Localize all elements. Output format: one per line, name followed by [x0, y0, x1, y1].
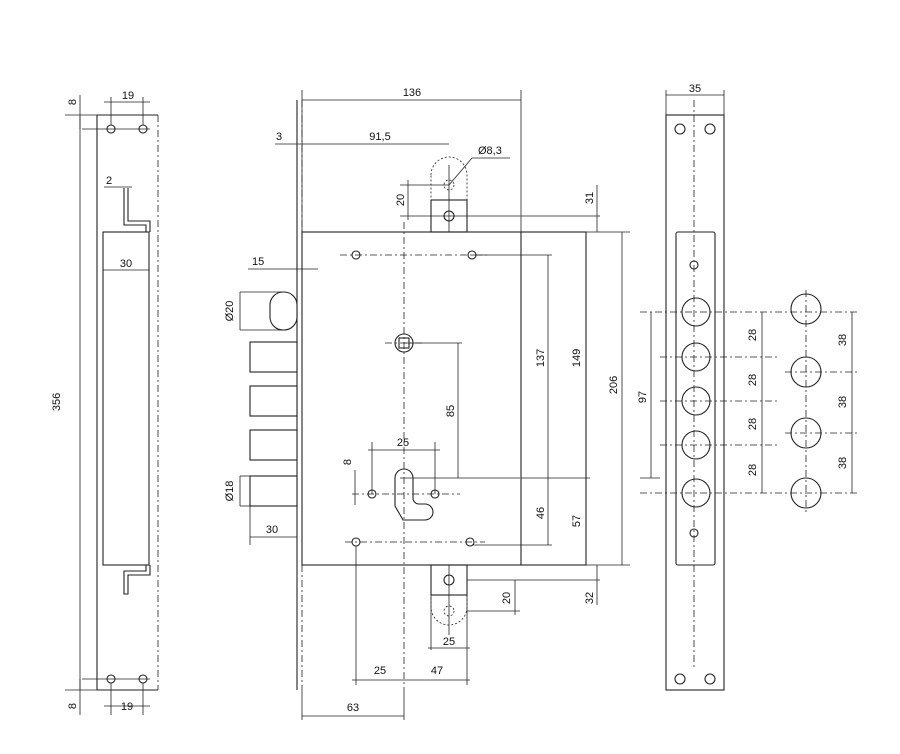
dim-38-c: 38 [837, 457, 849, 469]
face-view: 35 97 28 28 28 28 38 38 38 [637, 83, 860, 691]
dim-8-cyl: 8 [342, 459, 354, 465]
dim-3: 3 [276, 131, 282, 143]
dim-28-a: 28 [747, 329, 759, 341]
dim-diameter-18: Ø18 [224, 481, 236, 502]
dim-2: 2 [106, 175, 112, 187]
dim-19-top: 19 [122, 90, 134, 102]
dim-38-b: 38 [837, 396, 849, 408]
dim-8-top: 8 [67, 99, 79, 105]
dim-46: 46 [535, 507, 547, 519]
dim-38-a: 38 [837, 334, 849, 346]
dim-35: 35 [689, 83, 701, 95]
dim-206: 206 [608, 376, 620, 394]
dim-30-case: 30 [120, 258, 132, 270]
front-view: 136 3 91,5 Ø8,3 20 31 15 Ø20 Ø18 30 25 8 [224, 87, 630, 720]
bolt-circle-icon [790, 477, 822, 509]
dim-28-b: 28 [747, 374, 759, 386]
dim-25-bottom: 25 [374, 665, 386, 677]
dim-91-5: 91,5 [369, 131, 390, 143]
side-view: 356 8 19 2 30 8 19 [51, 90, 159, 715]
dim-25-pin: 25 [443, 636, 455, 648]
dim-8-bottom: 8 [67, 703, 79, 709]
dim-137: 137 [535, 349, 547, 367]
dim-85: 85 [445, 405, 457, 417]
dim-20-bottom: 20 [501, 592, 513, 604]
dim-pin-diameter: Ø8,3 [478, 145, 502, 157]
screw-hole-icon [674, 673, 686, 685]
keyhole-icon [394, 468, 434, 521]
screw-hole-icon [704, 673, 716, 685]
dim-25-cyl: 25 [397, 437, 409, 449]
screw-hole-icon [674, 123, 686, 135]
screw-hole-icon [704, 123, 716, 135]
dim-57: 57 [571, 515, 583, 527]
dim-149: 149 [571, 349, 583, 367]
dim-97: 97 [637, 391, 649, 403]
dim-15: 15 [252, 256, 264, 268]
dim-diameter-20: Ø20 [224, 301, 236, 322]
dim-30-bolt: 30 [266, 524, 278, 536]
latch-bolt [269, 291, 298, 331]
dim-28-c: 28 [747, 418, 759, 430]
dim-31: 31 [584, 192, 596, 204]
dim-19-bottom: 19 [121, 701, 133, 713]
dim-63: 63 [347, 702, 359, 714]
dim-32: 32 [584, 592, 596, 604]
dim-356: 356 [51, 393, 63, 411]
dim-47: 47 [431, 665, 443, 677]
dim-136: 136 [403, 87, 421, 99]
dim-20-top: 20 [395, 194, 407, 206]
dim-28-d: 28 [747, 464, 759, 476]
